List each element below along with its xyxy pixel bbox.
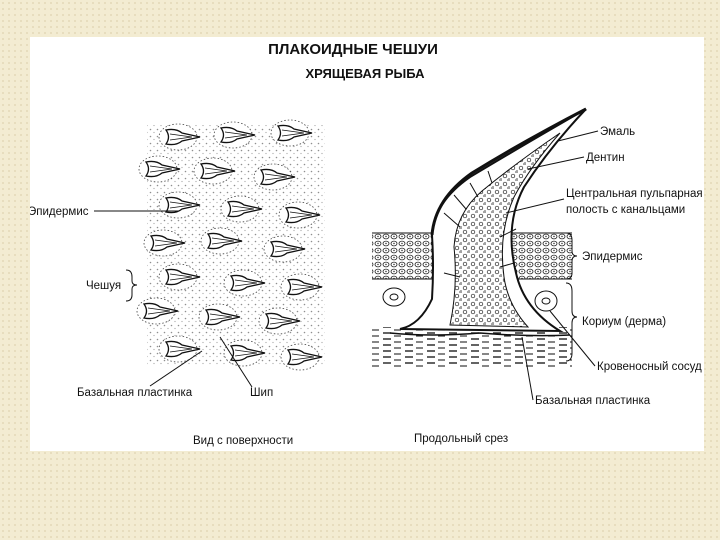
slide: ПЛАКОИДНЫЕ ЧЕШУИ ХРЯЩЕВАЯ РЫБА Эпидермис… [30, 37, 704, 451]
label-epidermis-right: Эпидермис [582, 251, 643, 263]
label-dentin: Дентин [586, 152, 625, 164]
leader-enamel [557, 130, 599, 142]
label-pulp-line2: полость с канальцами [566, 204, 685, 216]
caption-section: Продольный срез [414, 433, 508, 445]
epidermis-bracket [565, 232, 578, 280]
leader-basal-plate-right [521, 336, 534, 401]
label-basal-plate-right: Базальная пластинка [535, 395, 651, 407]
leader-pulp [505, 198, 565, 214]
label-enamel: Эмаль [600, 126, 635, 138]
caption-surface-view: Вид с поверхности [193, 435, 293, 447]
leader-blood-vessel [549, 310, 596, 367]
scale-bracket [125, 269, 138, 302]
label-pulp-line1: Центральная пульпарная [566, 188, 703, 200]
label-epidermis-left: Эпидермис [30, 206, 89, 218]
section-illustration [372, 107, 587, 367]
leader-basal-plate-left [149, 350, 203, 387]
leader-spine [219, 336, 253, 388]
leader-dentin [527, 156, 585, 170]
page-subtitle: ХРЯЩЕВАЯ РЫБА [306, 66, 426, 81]
corium-bracket [565, 282, 578, 362]
label-blood-vessel: Кровеносный сосуд [597, 361, 702, 373]
label-basal-plate-left: Базальная пластинка [77, 387, 193, 399]
diagram: ПЛАКОИДНЫЕ ЧЕШУИ ХРЯЩЕВАЯ РЫБА Эпидермис… [30, 41, 703, 447]
label-corium: Кориум (дерма) [582, 316, 666, 328]
label-scale: Чешуя [86, 280, 121, 292]
surface-view-illustration [136, 119, 325, 371]
label-spine: Шип [250, 387, 273, 399]
page-title: ПЛАКОИДНЫЕ ЧЕШУИ [268, 41, 438, 58]
